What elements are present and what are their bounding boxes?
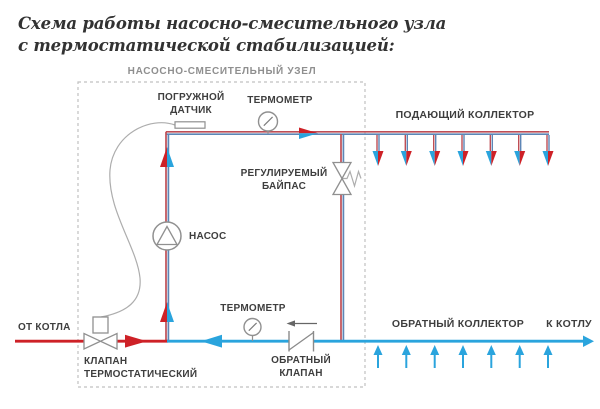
page-title-line1: Схема работы насосно-смесительного узла bbox=[18, 14, 447, 33]
page-title: Схема работы насосно-смесительного узла … bbox=[18, 13, 446, 57]
thermostatic-valve-icon bbox=[83, 316, 118, 351]
pump-label: НАСОС bbox=[189, 231, 227, 242]
check-valve-label: ОБРАТНЫЙ КЛАПАН bbox=[271, 355, 331, 379]
supply-collector-arrows bbox=[371, 134, 555, 167]
unit-box-label: НАСОСНО-СМЕСИТЕЛЬНЫЙ УЗЕЛ bbox=[127, 66, 317, 77]
immersion-sensor-icon bbox=[174, 121, 206, 129]
immersion-sensor-label: ПОГРУЖНОЙ ДАТЧИК bbox=[157, 92, 225, 116]
flow-right-arrow-supply bbox=[299, 127, 318, 139]
thermometer-top-icon bbox=[257, 111, 279, 134]
pump-icon bbox=[152, 221, 182, 251]
thermometer-bottom-icon bbox=[243, 317, 262, 341]
flow-right-arrow-hot bbox=[125, 334, 147, 348]
adjustable-bypass-label: РЕГУЛИРУЕМЫЙ БАЙПАС bbox=[240, 168, 328, 192]
return-line bbox=[167, 335, 594, 347]
to-boiler-arrow bbox=[583, 335, 594, 347]
thermostatic-valve-label: КЛАПАН ТЕРМОСТАТИЧЕСКИЙ bbox=[84, 356, 198, 380]
flow-up-arrow-top bbox=[160, 147, 174, 167]
flow-up-arrow-bottom bbox=[160, 302, 174, 322]
thermometer-top-label: ТЕРМОМЕТР bbox=[247, 95, 313, 106]
capillary-tube bbox=[100, 122, 176, 318]
bypass-valve-icon bbox=[331, 161, 362, 196]
check-valve-icon bbox=[286, 320, 317, 353]
thermometer-bottom-label: ТЕРМОМЕТР bbox=[220, 303, 286, 314]
unit-dashed-box bbox=[77, 81, 366, 388]
from-boiler-label: ОТ КОТЛА bbox=[18, 322, 71, 333]
return-collector-arrows bbox=[372, 344, 554, 369]
flow-left-arrow-return bbox=[201, 334, 222, 348]
return-collector-label: ОБРАТНЫЙ КОЛЛЕКТОР bbox=[391, 318, 525, 330]
to-boiler-label: К КОТЛУ bbox=[546, 318, 592, 330]
page-title-line2: с термостатической стабилизацией: bbox=[18, 36, 395, 55]
supply-collector-label: ПОДАЮЩИЙ КОЛЛЕКТОР bbox=[395, 109, 535, 121]
supply-pipe-top bbox=[166, 130, 549, 136]
